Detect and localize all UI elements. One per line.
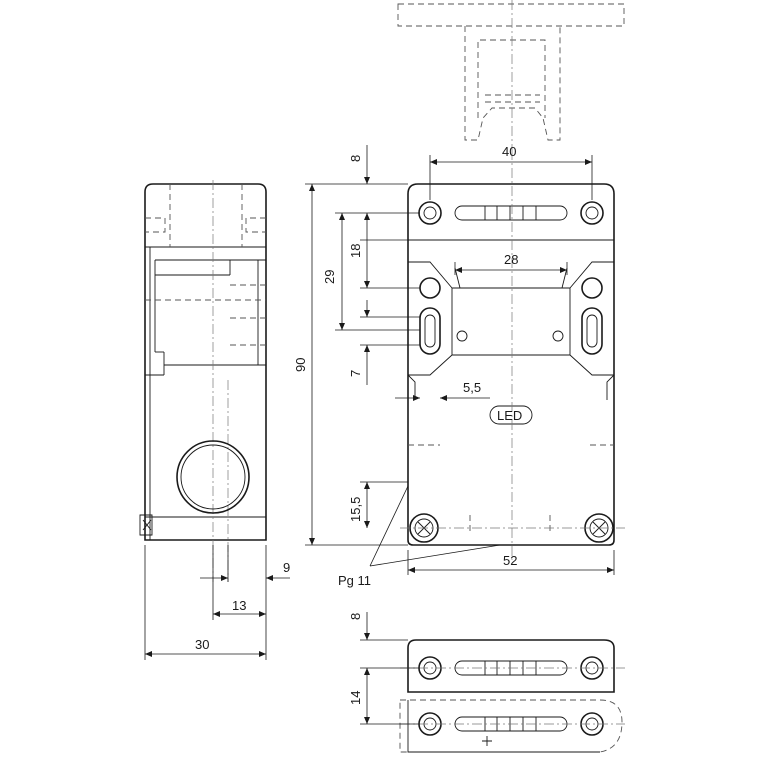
side-view (139, 180, 267, 582)
dim-side-depth-13: 13 (232, 598, 246, 613)
dim-total-width: 52 (503, 553, 517, 568)
led-label: LED (497, 408, 522, 423)
dim-mid-height: 18 (348, 244, 363, 258)
front-view-dimensions (305, 145, 615, 575)
dim-top-offset: 8 (348, 155, 363, 162)
dim-base-offset: 15,5 (348, 497, 363, 522)
dim-side-depth-9: 9 (283, 560, 290, 575)
dim-side-width: 30 (195, 637, 209, 652)
dim-bottom-offset: 8 (348, 613, 363, 620)
side-view-dimensions (144, 545, 290, 660)
cable-entry-label: Pg 11 (338, 573, 371, 588)
dim-hole-pitch: 28 (504, 252, 518, 267)
front-view (400, 150, 625, 560)
dim-slot-width: 5,5 (463, 380, 481, 395)
dim-slot-height: 29 (322, 270, 337, 284)
dim-small-height: 7 (348, 370, 363, 377)
dim-total-height: 90 (293, 358, 308, 372)
dim-top-width: 40 (502, 144, 516, 159)
actuator-outline (397, 0, 625, 150)
bottom-view (399, 639, 625, 753)
bottom-view-dimensions (360, 612, 420, 725)
dim-bottom-pitch: 14 (348, 691, 363, 705)
